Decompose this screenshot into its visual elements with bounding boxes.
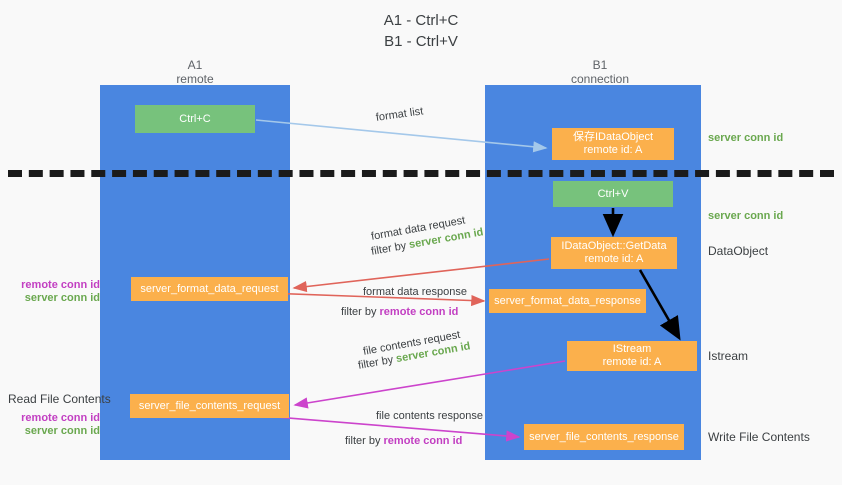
column-a1-role: remote [176,72,214,86]
column-b1-role: connection [570,72,630,86]
node-ctrl-c-label: Ctrl+C [179,112,211,125]
node-server-file-contents-request-label: server_file_contents_request [138,399,281,412]
arrow-format-data-request [292,258,550,293]
filter-value-remote-conn-id: remote conn id [383,435,463,447]
filter-value-remote-conn-id: remote conn id [379,306,459,318]
node-server-format-data-response-label: server_format_data_response [494,294,641,307]
annotation-server-conn-id-mid: server conn id [708,210,784,222]
node-ctrl-v[interactable]: Ctrl+V [553,181,673,207]
annotation-dataobject: DataObject [708,244,769,258]
node-server-file-contents-response[interactable]: server_file_contents_response [524,424,684,450]
node-getdata-line2: remote id: A [584,253,644,265]
annotation-remote-conn-id: remote conn id [21,412,100,424]
node-ctrl-v-label: Ctrl+V [597,187,629,200]
annotation-istream: Istream [708,349,749,363]
arrow-format-list [255,119,548,153]
annotation-server-conn-id: server conn id [24,425,100,437]
page-title: A1 - Ctrl+C B1 - Ctrl+V [0,10,842,52]
node-server-format-data-request[interactable]: server_format_data_request [131,277,288,301]
annotation-read-file-contents: Read File Contents [8,392,111,406]
annotation-conn-ids-bottom: remote conn id server conn id [8,412,100,438]
node-idataobject[interactable]: 保存IDataObject remote id: A [552,128,674,160]
node-getdata-line1: IDataObject::GetData [561,240,667,252]
arrow-file-contents-request [293,360,566,409]
annotation-server-conn-id-top: server conn id [708,132,784,144]
title-line-2: B1 - Ctrl+V [384,33,458,50]
annotation-conn-ids-top: remote conn id server conn id [8,279,100,305]
annotation-remote-conn-id: remote conn id [21,279,100,291]
annotation-server-conn-id: server conn id [24,292,100,304]
column-a1-name: A1 [187,58,203,72]
title-line-1: A1 - Ctrl+C [383,12,459,29]
edge-label-file-contents-response-filter: filter by remote conn id [345,434,462,448]
node-ctrl-c[interactable]: Ctrl+C [135,105,255,133]
node-server-file-contents-request[interactable]: server_file_contents_request [130,394,289,418]
node-server-format-data-response[interactable]: server_format_data_response [489,289,646,313]
node-idataobject-line1: 保存IDataObject [572,131,654,143]
edge-label-format-data-response: format data response [363,286,467,298]
edge-label-file-contents-response: file contents response [376,410,484,422]
node-istream-line2: remote id: A [602,356,662,368]
node-istream-line1: IStream [612,343,652,355]
filter-prefix: filter by [341,306,380,318]
arrow-getdata-to-istream [638,269,681,341]
node-server-format-data-request-label: server_format_data_request [140,282,279,295]
node-server-file-contents-response-label: server_file_contents_response [529,430,679,443]
annotation-write-file-contents: Write File Contents [708,430,810,444]
column-header-a1: A1 remote [110,58,280,86]
column-header-b1: B1 connection [510,58,690,86]
node-idataobject-line2: remote id: A [583,144,643,156]
phase-divider [8,170,834,177]
node-getdata[interactable]: IDataObject::GetData remote id: A [551,237,677,269]
node-istream[interactable]: IStream remote id: A [567,341,697,371]
column-b1-name: B1 [592,58,608,72]
filter-prefix: filter by [345,435,384,447]
edge-label-format-data-response-filter: filter by remote conn id [341,305,458,319]
